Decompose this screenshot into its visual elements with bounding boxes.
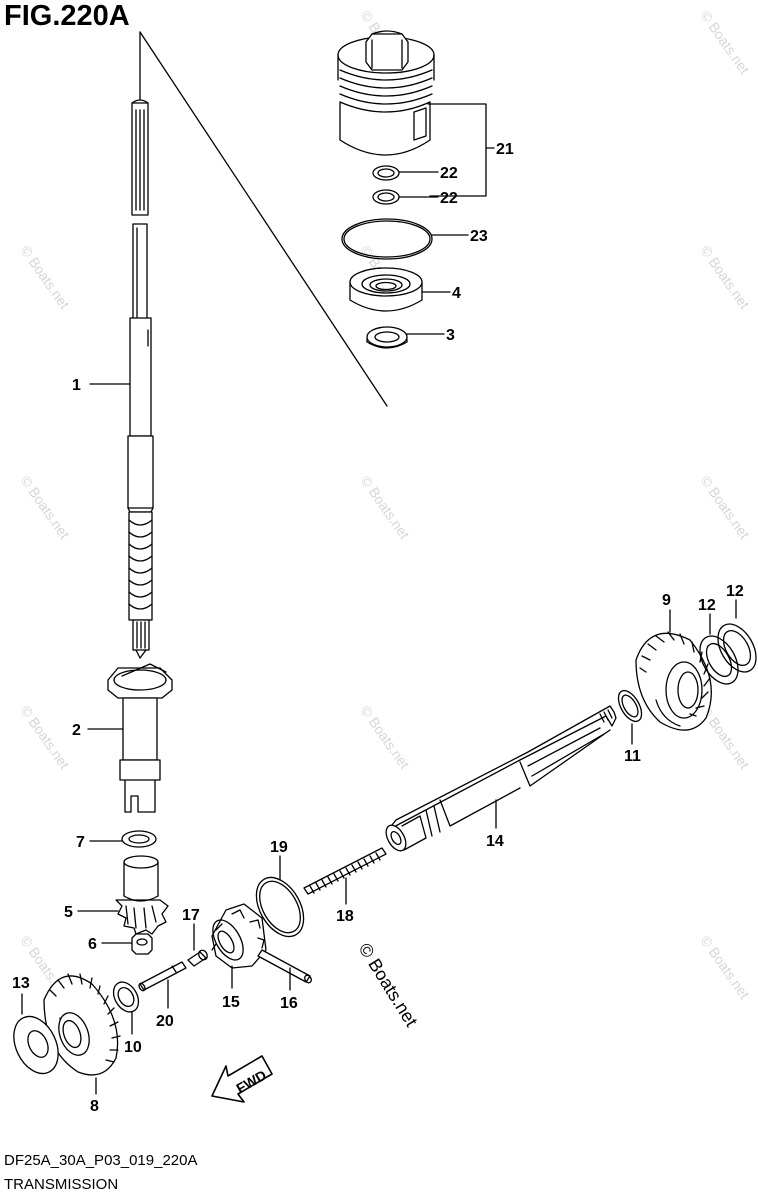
watermark: © Boats.net <box>698 933 753 1002</box>
figure-caption: TRANSMISSION <box>4 1176 119 1193</box>
clutch-spring-ring <box>255 876 305 938</box>
watermark: © Boats.net <box>698 473 753 542</box>
figure-title: FIG.220A <box>4 0 130 32</box>
callout-14: 14 <box>486 833 504 850</box>
shim <box>121 830 157 848</box>
push-rod <box>138 961 187 992</box>
callout-12: 12 <box>726 583 744 600</box>
bushing <box>337 30 435 156</box>
leader-line <box>427 103 487 197</box>
watermark: © Boats.net <box>18 703 73 772</box>
propeller-shaft <box>385 705 617 852</box>
callout-2: 2 <box>72 722 81 739</box>
watermark: © Boats.net <box>698 8 753 77</box>
callout-20: 20 <box>156 1013 174 1030</box>
callout-6: 6 <box>88 936 97 953</box>
o-ring-large <box>341 218 433 260</box>
forward-gear <box>635 631 712 731</box>
shim <box>112 981 140 1013</box>
brand-watermark: © Boats.net <box>355 940 422 1031</box>
watermark: © Boats.net <box>358 473 413 542</box>
callout-15: 15 <box>222 994 240 1011</box>
callout-4: 4 <box>452 285 461 302</box>
pinion-nut <box>131 933 153 955</box>
push-pin <box>187 949 208 967</box>
clutch-pin <box>257 949 312 984</box>
callout-17: 17 <box>182 907 200 924</box>
callout-18: 18 <box>336 908 354 925</box>
return-spring <box>303 847 387 895</box>
callout-22: 22 <box>440 165 458 182</box>
callout-11: 11 <box>624 748 641 765</box>
o-ring-small <box>372 165 400 181</box>
callout-12: 12 <box>698 597 716 614</box>
watermark: © Boats.net <box>698 243 753 312</box>
callout-8: 8 <box>90 1098 99 1115</box>
drive-shaft <box>127 99 154 659</box>
callout-21: 21 <box>496 141 514 158</box>
callout-13: 13 <box>12 975 30 992</box>
callout-23: 23 <box>470 228 488 245</box>
watermark: © Boats.net <box>18 243 73 312</box>
zoom-line <box>139 31 388 407</box>
watermark: © Boats.net <box>358 703 413 772</box>
bearing <box>349 267 423 312</box>
callout-5: 5 <box>64 904 73 921</box>
washer <box>366 326 408 349</box>
callout-9: 9 <box>662 592 671 609</box>
callout-3: 3 <box>446 327 455 344</box>
callout-7: 7 <box>76 834 85 851</box>
forward-arrow-icon <box>211 1055 273 1103</box>
callout-1: 1 <box>72 377 81 394</box>
pinion-gear <box>115 855 169 935</box>
shim <box>717 623 757 673</box>
sleeve <box>107 663 173 813</box>
shim <box>617 689 643 723</box>
o-ring-small <box>372 189 400 205</box>
figure-code: DF25A_30A_P03_019_220A <box>4 1152 198 1169</box>
callout-22: 22 <box>440 190 458 207</box>
reverse-gear <box>43 973 121 1076</box>
callout-10: 10 <box>124 1039 142 1056</box>
watermark: © Boats.net <box>18 473 73 542</box>
callout-19: 19 <box>270 839 288 856</box>
callout-16: 16 <box>280 995 298 1012</box>
thrust-washer <box>13 1015 59 1075</box>
clutch-dog <box>211 903 267 969</box>
